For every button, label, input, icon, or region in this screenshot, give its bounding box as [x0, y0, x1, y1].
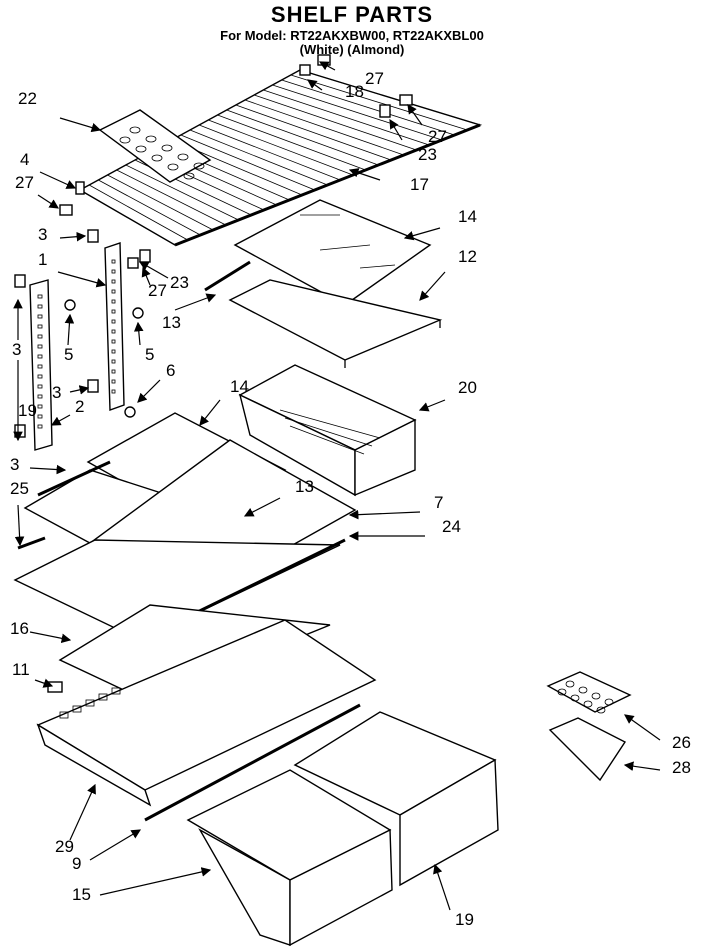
crisper-bin-right: [293, 711, 499, 887]
callout-arrow: [433, 863, 451, 911]
callout-29: 29: [55, 837, 74, 856]
callout-19: 19: [18, 401, 37, 420]
callout-2: 2: [75, 397, 84, 416]
color-variant-line: (White) (Almond): [299, 42, 405, 57]
callout-3: 3: [10, 455, 19, 474]
callout-arrow: [418, 399, 446, 412]
callout-arrow: [14, 504, 25, 547]
callout-26: 26: [672, 733, 691, 752]
callout-arrow: [138, 261, 169, 279]
callout-27: 27: [365, 69, 384, 88]
egg-tray-part: [98, 109, 212, 183]
callout-5: 5: [64, 345, 73, 364]
callout-arrow: [59, 231, 87, 242]
crisper-bin-left: [186, 769, 393, 947]
callout-4: 4: [20, 150, 29, 169]
callout-arrow: [403, 227, 441, 241]
diagram-title: SHELF PARTS: [270, 2, 434, 27]
callout-arrow: [133, 321, 144, 346]
callout-23: 23: [418, 145, 437, 164]
crisper-frame: [36, 619, 377, 822]
callout-5: 5: [145, 345, 154, 364]
callout-arrow: [307, 79, 323, 91]
callout-6: 6: [166, 361, 175, 380]
callout-arrow: [59, 117, 102, 133]
callout-16: 16: [10, 619, 29, 638]
callout-13: 13: [162, 313, 181, 332]
callout-arrow: [199, 399, 221, 426]
callout-11: 11: [12, 660, 30, 679]
callout-arrow: [29, 631, 72, 644]
callout-arrow: [623, 761, 661, 771]
callout-arrow: [39, 171, 77, 189]
callout-22: 22: [18, 89, 37, 108]
callout-20: 20: [458, 378, 477, 397]
callout-27: 27: [148, 281, 167, 300]
callout-arrow: [57, 271, 107, 288]
callout-arrow: [29, 464, 67, 475]
callout-arrow: [419, 271, 446, 301]
callout-13: 13: [295, 477, 314, 496]
callout-arrow: [348, 509, 421, 520]
callout-3: 3: [12, 340, 21, 359]
callout-14: 14: [230, 377, 249, 396]
callout-arrow: [69, 783, 96, 841]
callout-15: 15: [72, 885, 91, 904]
callout-27: 27: [428, 127, 447, 146]
callout-9: 9: [72, 854, 81, 873]
callout-arrow: [99, 867, 212, 896]
model-line: For Model: RT22AKXBW00, RT22AKXBL00: [220, 28, 484, 43]
callout-17: 17: [410, 175, 429, 194]
callout-arrow: [174, 293, 217, 311]
callout-3: 3: [38, 225, 47, 244]
callout-arrow: [141, 266, 151, 286]
callout-arrow: [243, 497, 281, 517]
callout-arrow: [407, 104, 423, 126]
callout-arrow: [137, 379, 161, 403]
callout-arrow: [389, 118, 403, 141]
callout-12: 12: [458, 247, 477, 266]
callout-arrow: [50, 414, 71, 426]
callout-1: 1: [38, 250, 47, 269]
callout-arrow: [318, 61, 336, 71]
callout-arrow: [64, 313, 75, 346]
shelf-ladder-rails: [29, 242, 125, 451]
rail-hardware: [14, 229, 144, 438]
callout-3: 3: [52, 383, 61, 402]
callout-18: 18: [345, 82, 364, 101]
callout-27: 27: [15, 173, 34, 192]
callout-arrow: [348, 168, 381, 181]
glass-shelf-upper: [233, 199, 432, 306]
callout-25: 25: [10, 479, 29, 498]
callout-14: 14: [458, 207, 477, 226]
callout-arrow: [37, 194, 60, 209]
callout-arrow: [89, 829, 142, 861]
callout-23: 23: [170, 273, 189, 292]
middle-shelf-assembly: [13, 439, 357, 642]
meat-drawer-part: [238, 364, 417, 497]
crisper-cover-glass: [58, 604, 331, 701]
dairy-tray-parts: [546, 671, 632, 782]
callout-7: 7: [434, 493, 443, 512]
callout-19: 19: [455, 910, 474, 929]
callout-24: 24: [442, 517, 461, 536]
callout-arrow: [34, 678, 54, 688]
callout-28: 28: [672, 758, 691, 777]
callout-arrow: [624, 714, 661, 741]
callout-arrow: [69, 385, 90, 395]
upper-shelf-frame: [204, 260, 443, 368]
